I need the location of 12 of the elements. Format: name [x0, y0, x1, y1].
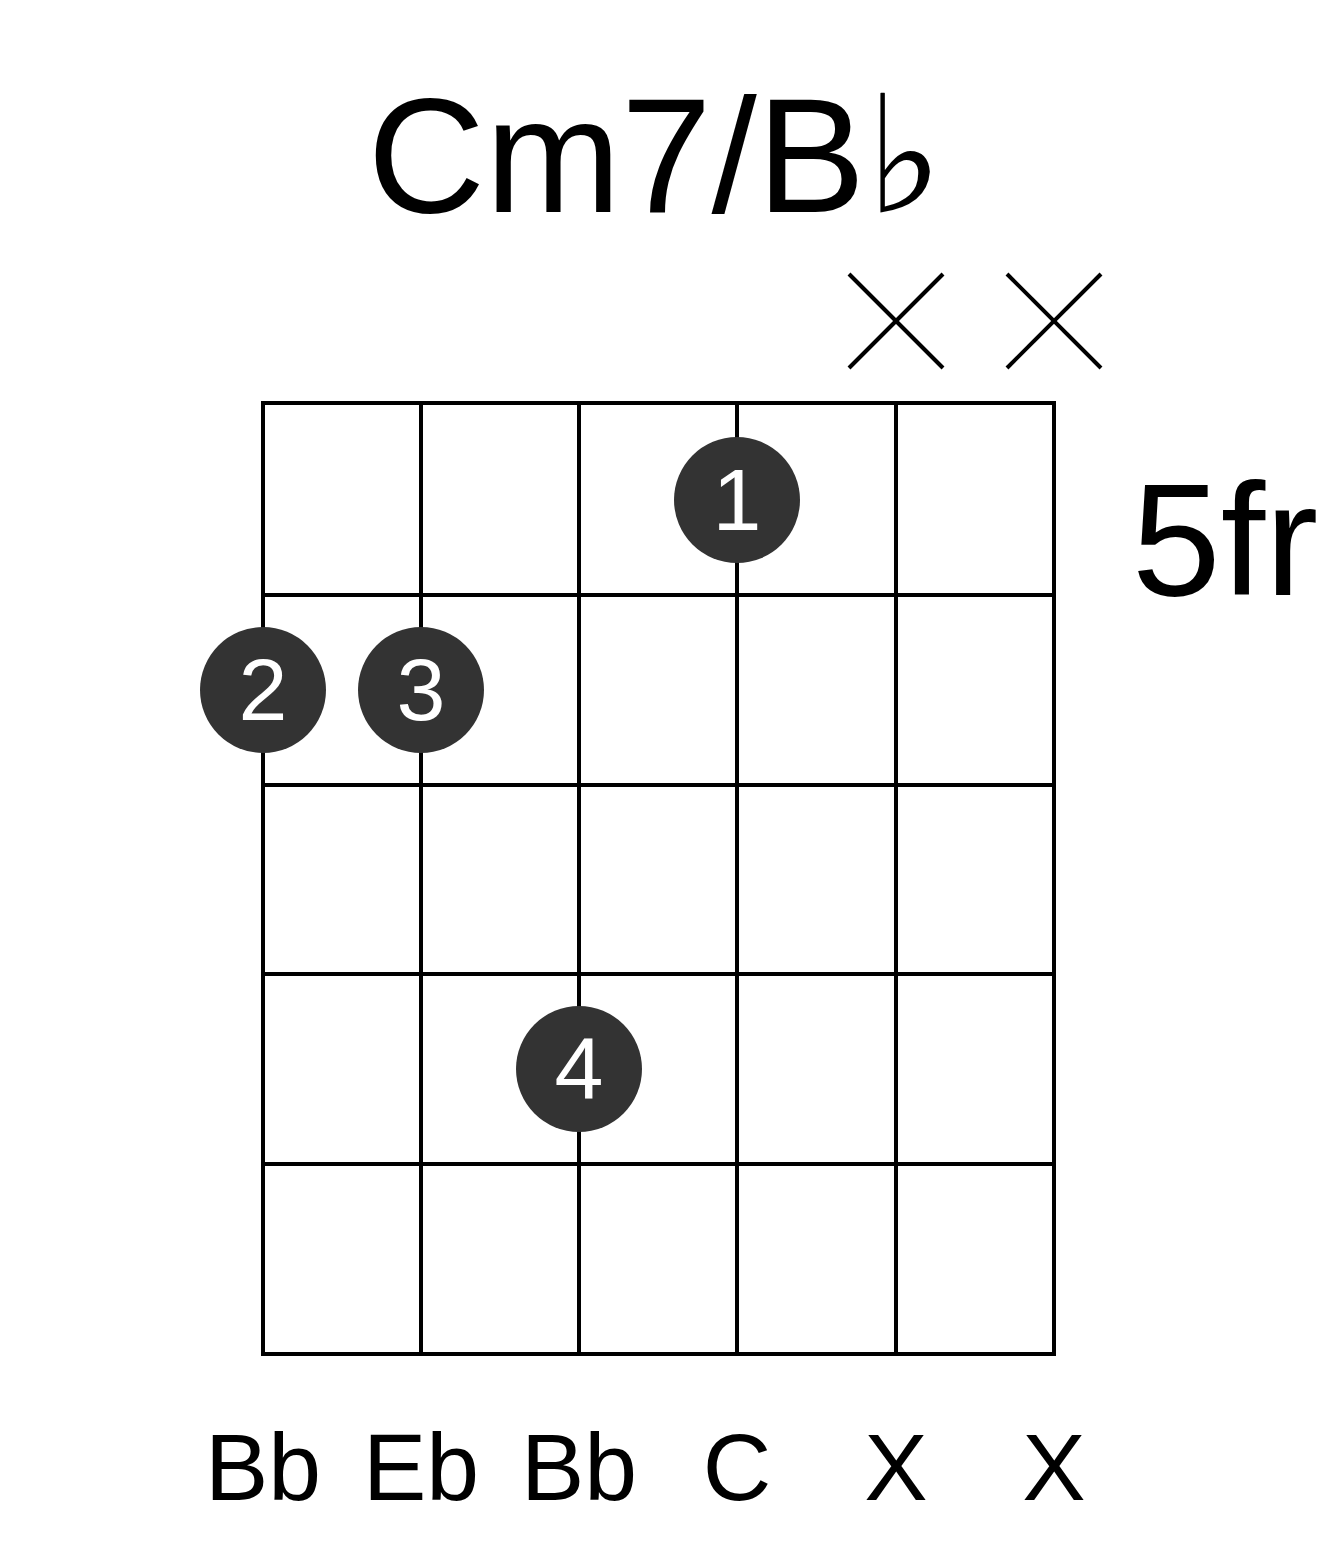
chord-title: Cm7/B♭ [367, 74, 943, 237]
finger-dot: 2 [200, 627, 326, 753]
string-mute-label: X [1022, 1420, 1086, 1515]
finger-dot: 1 [674, 437, 800, 563]
string-mute-label: X [864, 1420, 928, 1515]
string-note-label: Bb [204, 1420, 322, 1515]
finger-dot: 4 [516, 1006, 642, 1132]
string-note-label: C [702, 1420, 772, 1515]
fret-position-label: 5fr [1131, 460, 1317, 620]
string-note-label: Bb [520, 1420, 638, 1515]
string-note-label: Eb [362, 1420, 480, 1515]
finger-dot: 3 [358, 627, 484, 753]
